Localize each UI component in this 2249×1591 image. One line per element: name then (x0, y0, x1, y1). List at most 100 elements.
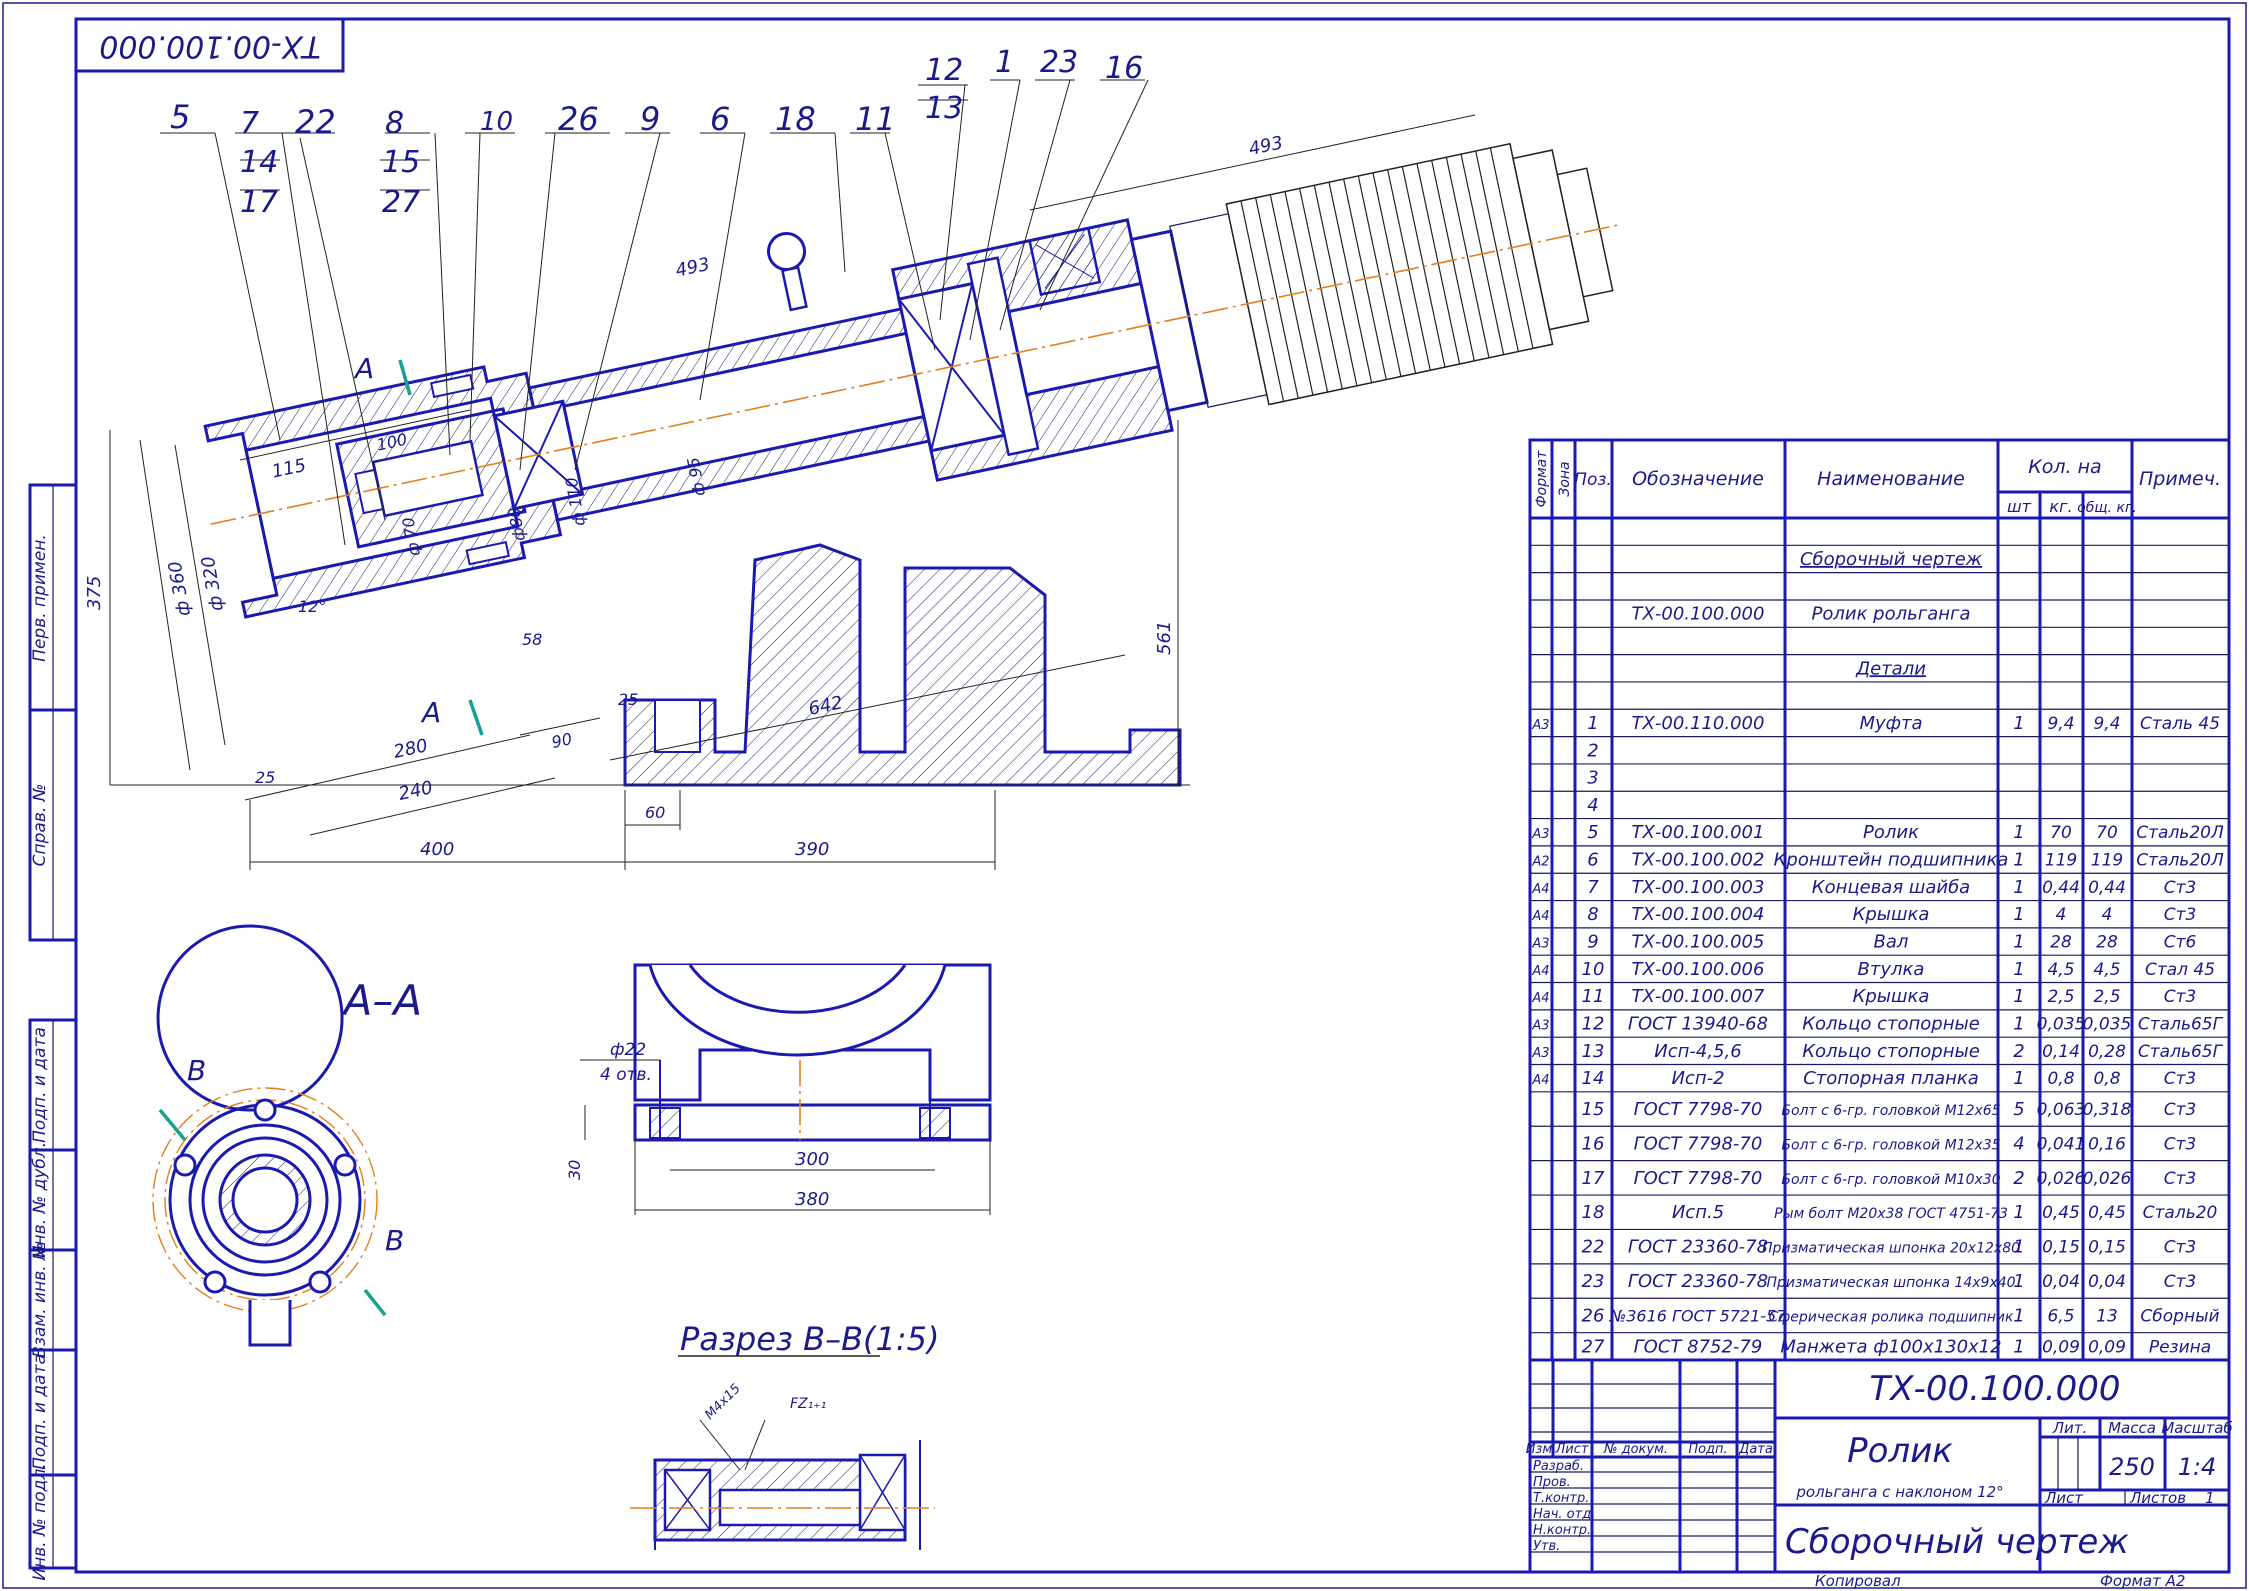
bom-cell: 23 (1582, 1271, 1605, 1292)
top-stamp-code: ТХ-00.100.000 (99, 29, 320, 64)
bom-cell: ГОСТ 23360-78 (1628, 1237, 1768, 1258)
bom-cell: 0,318 (2083, 1100, 2132, 1120)
svg-text:Утв.: Утв. (1533, 1539, 1560, 1554)
svg-text:60: 60 (645, 803, 665, 822)
svg-text:25: 25 (618, 690, 638, 709)
callout-14: 14 (240, 145, 278, 180)
bom-cell: 0,04 (2088, 1272, 2126, 1292)
bom-cell: 1 (2013, 1237, 2024, 1258)
bom-cell: 1 (2013, 1271, 2024, 1292)
bom-cell: 0,063 (2037, 1100, 2086, 1120)
bom-cell: 119 (2091, 851, 2123, 871)
svg-text:12°: 12° (298, 597, 326, 616)
bom-cell: 13 (1582, 1041, 1605, 1062)
bom-cell: 1 (2013, 1068, 2024, 1089)
bom-cell: ТХ-00.100.005 (1632, 932, 1765, 953)
svg-text:90: 90 (550, 729, 574, 752)
dimension-labels: 493 493 115 100 375 ф 360 ф 320 ф 70 ф80… (84, 132, 1285, 860)
footer-format: Формат А2 (2100, 1572, 2185, 1590)
callout-17: 17 (240, 185, 278, 220)
svg-text:Лист: Лист (2044, 1489, 2084, 1507)
svg-text:561: 561 (1154, 621, 1175, 655)
svg-text:Масштаб: Масштаб (2161, 1419, 2232, 1437)
bom-cell: 6,5 (2047, 1306, 2074, 1326)
bom-cell: 9,4 (2093, 714, 2120, 734)
bom-cell: А3 (1531, 1019, 1549, 1034)
bom-cell: 0,09 (2088, 1337, 2126, 1357)
callout-5: 5 (170, 98, 190, 136)
svg-text:Дата: Дата (1738, 1442, 1773, 1457)
bom-cell: 0,14 (2042, 1042, 2080, 1062)
bom-cell: 0,15 (2042, 1238, 2080, 1258)
callout-6: 6 (710, 100, 730, 138)
support-view: ф22 4 отв. 30 300 380 (565, 963, 992, 1215)
bom-cell: 9 (1587, 932, 1598, 953)
bom-cell: Сборочный чертеж (1800, 549, 1983, 570)
strip-label: Перв. примен. (30, 534, 50, 662)
callout-16: 16 (1105, 51, 1143, 86)
title-part: Ролик (1847, 1431, 1953, 1471)
bom-cell: 6 (1587, 850, 1598, 871)
bom-cell: А3 (1531, 827, 1549, 842)
bom-cell: ТХ-00.100.002 (1632, 850, 1765, 871)
svg-text:ф22: ф22 (610, 1040, 646, 1060)
bom-cell: Ст3 (2164, 1169, 2197, 1189)
bom-cell: 14 (1582, 1068, 1605, 1089)
bom-cell: ГОСТ 7798-70 (1634, 1133, 1763, 1154)
svg-text:Разраб.: Разраб. (1533, 1459, 1584, 1474)
strip-label: Инв. № дубл. (30, 1142, 50, 1258)
bom-cell: 0,44 (2042, 878, 2080, 898)
title-code: ТХ-00.100.000 (1870, 1369, 2121, 1409)
svg-text:30: 30 (565, 1160, 584, 1180)
bom-cell: А4 (1531, 882, 1549, 897)
bom-cell: 28 (2096, 933, 2118, 953)
bom-cell: 2,5 (2093, 987, 2120, 1007)
svg-text:Т.контр.: Т.контр. (1533, 1491, 1589, 1506)
bom-cell: Сталь20Л (2136, 823, 2224, 843)
bom-cell: 1 (2013, 1336, 2024, 1357)
svg-text:кг.: кг. (2049, 497, 2072, 516)
bom-cell: 0,8 (2093, 1069, 2120, 1089)
bom-cell: 0,28 (2088, 1042, 2126, 1062)
callout-18: 18 (775, 100, 816, 138)
bom-cell: 70 (2050, 823, 2072, 843)
bom-cell: А3 (1531, 937, 1549, 952)
callout-9: 9 (640, 100, 660, 138)
bom-cell: Сталь65Г (2138, 1015, 2224, 1035)
bom-cell: Ст3 (2164, 878, 2197, 898)
svg-text:FZ₁₊₁: FZ₁₊₁ (790, 1396, 826, 1412)
bom-cell: Ст3 (2164, 1134, 2197, 1154)
main-axis (210, 223, 1620, 525)
bom-cell: 22 (1582, 1237, 1605, 1258)
bom-cell: 27 (1582, 1336, 1605, 1357)
bom-cell: 17 (1582, 1168, 1605, 1189)
svg-text:Н.контр.: Н.контр. (1533, 1523, 1591, 1538)
bom-cell: 1 (2013, 713, 2024, 734)
bom-cell: Ст3 (2164, 1100, 2197, 1120)
bom-cell: Муфта (1859, 713, 1922, 734)
section-letter-b: В (385, 1224, 404, 1257)
callout-13: 13 (925, 91, 963, 126)
bom-cell: 2,5 (2047, 987, 2074, 1007)
callout-27: 27 (382, 185, 420, 220)
svg-text:240: 240 (397, 777, 435, 805)
bom-cell: 0,45 (2042, 1203, 2080, 1223)
callout-leaders (160, 79, 1149, 546)
bom-cell: Ст3 (2164, 1069, 2197, 1089)
bom-cell: 8 (1587, 904, 1598, 925)
title-doctype: Сборочный чертеж (1785, 1522, 2129, 1562)
bom-cell: 3 (1587, 768, 1598, 789)
bom-cell: 7 (1587, 877, 1599, 898)
bom-cell: 0,8 (2047, 1069, 2074, 1089)
bom-cell: 1 (2013, 850, 2024, 871)
section-b-b: Разрез В–В(1:5) M4x15 FZ₁₊₁ (630, 1320, 939, 1550)
callout-8: 8 (385, 106, 404, 141)
bracket-base (623, 543, 1182, 787)
svg-text:Обозначение: Обозначение (1632, 468, 1764, 490)
svg-text:шт: шт (2007, 497, 2032, 516)
bom-cell: 1 (2013, 1305, 2024, 1326)
bom-cell: Стал 45 (2145, 960, 2215, 980)
svg-text:Поз.: Поз. (1574, 470, 1612, 490)
